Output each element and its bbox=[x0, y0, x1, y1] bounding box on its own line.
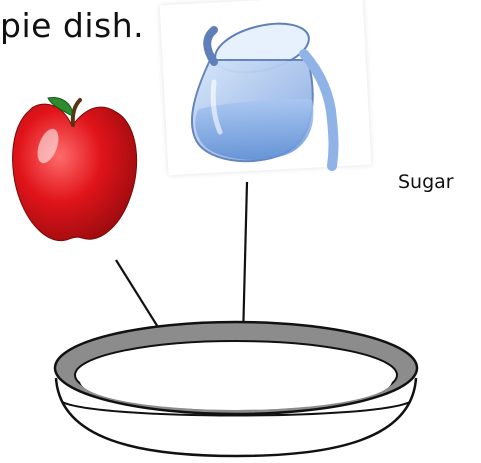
water-jug-icon bbox=[192, 15, 334, 166]
pie-dish-icon bbox=[55, 322, 417, 456]
sugar-label: Sugar bbox=[398, 171, 454, 193]
apple-icon bbox=[13, 98, 137, 241]
